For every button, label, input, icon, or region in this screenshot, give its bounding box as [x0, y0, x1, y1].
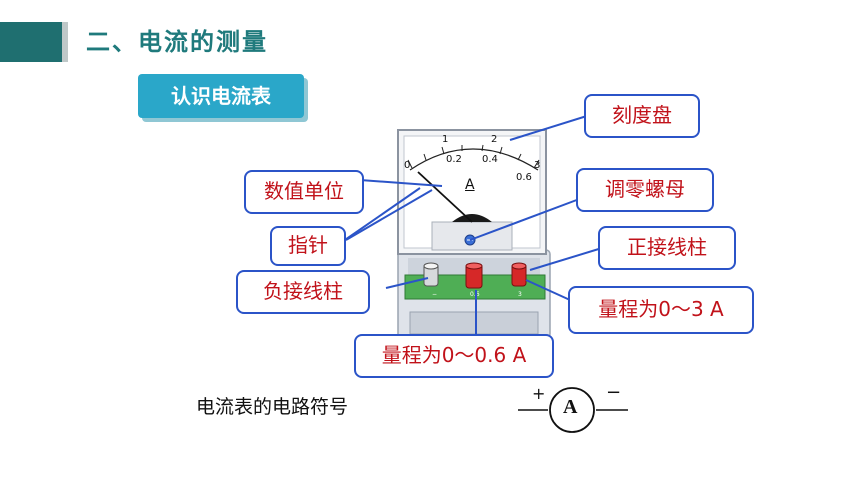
scale-top-1: 1	[442, 134, 449, 145]
scale-top-3: 3	[534, 160, 541, 171]
title-bar-shadow	[62, 22, 68, 62]
page-title: 二、电流的测量	[86, 28, 268, 56]
scale-bottom-0-2: 0.2	[446, 154, 462, 165]
symbol-circle	[549, 387, 595, 433]
label-range-0-6a: 量程为0～0.6 A	[354, 334, 554, 378]
negative-terminal	[423, 262, 439, 287]
scale-top-0: 0	[404, 160, 411, 171]
subheading-badge: 认识电流表	[138, 74, 304, 118]
pointer-needle	[417, 171, 473, 223]
label-zero-knob: 调零螺母	[576, 168, 714, 212]
title-bar-marker	[0, 22, 62, 62]
svg-text:3: 3	[518, 291, 522, 298]
symbol-plus: +	[532, 384, 546, 403]
symbol-caption: 电流表的电路符号	[196, 396, 349, 418]
scale-bottom-0-6: 0.6	[516, 172, 532, 183]
symbol-minus: −	[606, 382, 622, 403]
svg-text:−: −	[432, 291, 437, 298]
label-pointer: 指针	[270, 226, 346, 266]
scale-top-2: 2	[491, 134, 498, 145]
svg-text:0.6: 0.6	[470, 291, 480, 298]
terminal-3	[511, 262, 527, 287]
label-range-3a: 量程为0～3 A	[568, 286, 754, 334]
label-positive-terminal: 正接线柱	[598, 226, 736, 270]
label-negative-terminal: 负接线柱	[236, 270, 370, 314]
dial-unit-letter: A	[465, 177, 475, 193]
scale-bottom-0-4: 0.4	[482, 154, 498, 165]
label-unit: 数值单位	[244, 170, 364, 214]
label-dial: 刻度盘	[584, 94, 700, 138]
symbol-letter: A	[563, 396, 578, 418]
meter-base-front	[409, 311, 539, 335]
terminal-0-6	[465, 262, 483, 289]
